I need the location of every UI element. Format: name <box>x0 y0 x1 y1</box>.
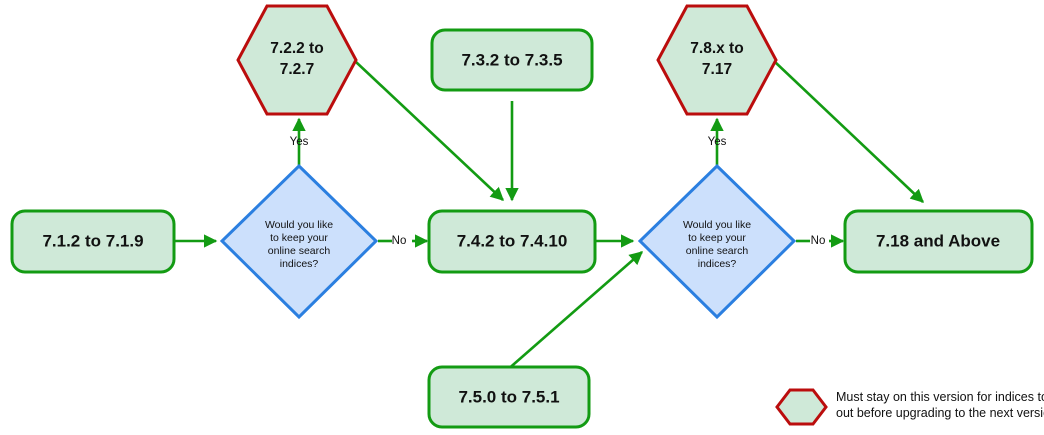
hex-78x-label-line1: 7.8.x to <box>690 40 743 57</box>
hex-722-shape[interactable] <box>236 4 358 116</box>
decision-left-shape[interactable] <box>219 163 379 320</box>
start-box-label: 7.1.2 to 7.1.9 <box>42 231 143 250</box>
box-732-shape[interactable] <box>430 28 594 92</box>
node-hex-722[interactable]: 7.2.2 to 7.2.7 <box>236 4 358 116</box>
box-718-shape[interactable] <box>843 209 1034 274</box>
node-start-box[interactable]: 7.1.2 to 7.1.9 <box>10 209 176 274</box>
node-hex-78x[interactable]: 7.8.x to 7.17 <box>656 4 778 116</box>
hex-722-label-line1: 7.2.2 to <box>270 40 323 57</box>
hex-78x-label-line2: 7.17 <box>702 61 732 78</box>
edge-hex78x-to-box718 <box>774 61 924 203</box>
node-box-732[interactable]: 7.3.2 to 7.3.5 <box>430 28 594 92</box>
decision-right-line1: Would you like <box>683 219 751 231</box>
box-742-label: 7.4.2 to 7.4.10 <box>457 231 568 250</box>
decision-left-line2: to keep your <box>270 232 328 244</box>
node-decision-left[interactable]: Would you like to keep your online searc… <box>219 163 379 320</box>
edge-label-no-left: No <box>392 235 407 247</box>
decision-right-line4: indices? <box>698 258 737 270</box>
box-750-label: 7.5.0 to 7.5.1 <box>458 387 559 406</box>
edge-label-yes-right: Yes <box>708 136 727 148</box>
edge-box750-to-decision-right <box>505 251 644 372</box>
decision-left-line3: online search <box>268 245 331 257</box>
start-box-shape[interactable] <box>10 209 176 274</box>
legend-hexagon-icon <box>775 388 828 426</box>
decision-left-line1: Would you like <box>265 219 333 231</box>
legend-text-line1: Must stay on this version for indices to… <box>836 390 1044 404</box>
decision-right-line3: online search <box>686 245 749 257</box>
node-decision-right[interactable]: Would you like to keep your online searc… <box>637 163 797 320</box>
node-box-750[interactable]: 7.5.0 to 7.5.1 <box>427 365 591 429</box>
box-718-label: 7.18 and Above <box>876 231 1000 250</box>
edge-hex722-to-box742 <box>355 61 504 201</box>
node-box-742[interactable]: 7.4.2 to 7.4.10 <box>427 209 597 274</box>
hex-722-label-line2: 7.2.7 <box>280 61 314 78</box>
decision-right-line2: to keep your <box>688 232 746 244</box>
box-742-shape[interactable] <box>427 209 597 274</box>
box-732-label: 7.3.2 to 7.3.5 <box>461 50 562 69</box>
decision-right-shape[interactable] <box>637 163 797 320</box>
edge-labels-layer: Yes No Yes No <box>290 136 826 247</box>
edges-layer <box>174 61 924 372</box>
hex-78x-shape[interactable] <box>656 4 778 116</box>
box-750-shape[interactable] <box>427 365 591 429</box>
edge-label-no-right: No <box>811 235 826 247</box>
node-box-718[interactable]: 7.18 and Above <box>843 209 1034 274</box>
edge-label-yes-left: Yes <box>290 136 309 148</box>
legend-text-line2: out before upgrading to the next version… <box>836 406 1044 420</box>
decision-left-line4: indices? <box>280 258 319 270</box>
